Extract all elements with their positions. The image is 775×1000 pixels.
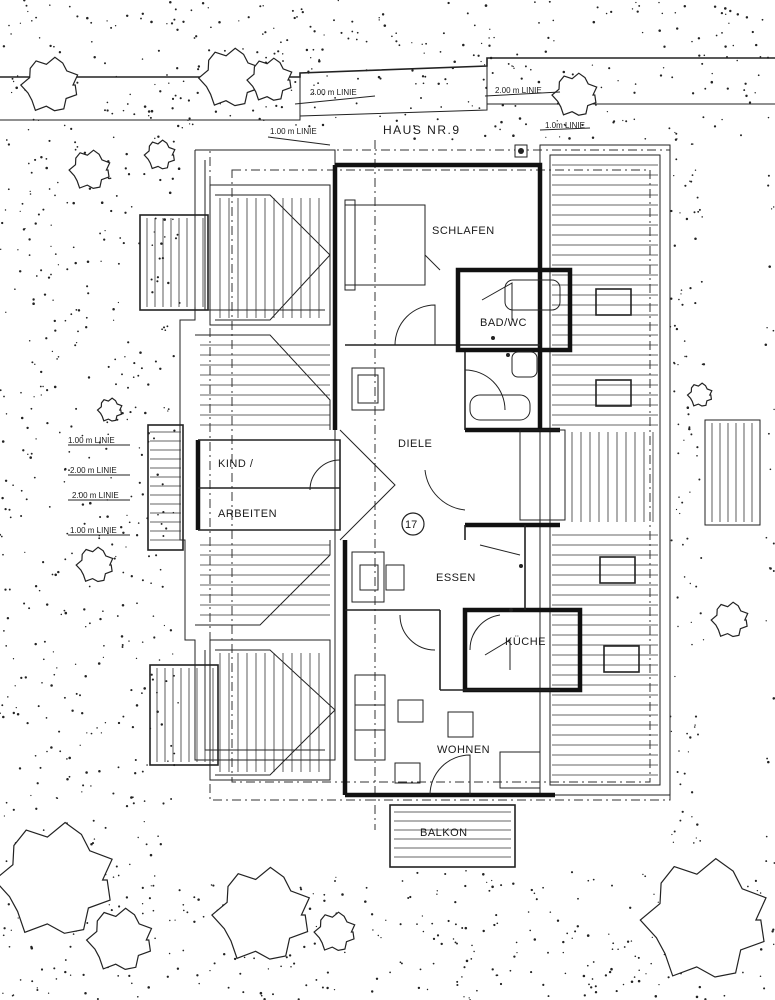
room-label-wohnen: WOHNEN <box>437 744 490 756</box>
balkon-structure <box>389 804 516 868</box>
garden-trees <box>0 47 767 978</box>
distance-label-top-inner-left: 1.00 m LINIE <box>270 127 317 136</box>
distance-label-top-left: 2.00 m LINIE <box>310 88 357 97</box>
room-label-schlafen: SCHLAFEN <box>432 225 495 237</box>
distance-label-side-4: 1.00 m LINIE <box>70 526 117 535</box>
room-label-kind: KIND / <box>218 458 254 470</box>
room-label-arbeiten: ARBEITEN <box>218 508 277 520</box>
left-dormer-blocks <box>139 214 219 766</box>
distance-label-top-right: 2.00 m LINIE <box>495 86 542 95</box>
distance-label-side-1: 1.00 m LINIE <box>68 436 115 445</box>
plan-labels: HAUS NR.9 SCHLAFEN BAD/WC DIELE KIND / A… <box>68 86 585 839</box>
distance-line-marks <box>68 91 591 536</box>
room-label-diele: DIELE <box>398 438 432 450</box>
house-number-badge: 17 <box>405 519 417 531</box>
distance-label-side-2: 2.00 m LINIE <box>70 466 117 475</box>
building-walls <box>195 162 583 798</box>
room-label-balkon: BALKON <box>420 827 468 839</box>
house-label: HAUS NR.9 <box>383 123 461 137</box>
structural-markers <box>491 144 528 612</box>
room-label-bad-wc: BAD/WC <box>480 317 527 329</box>
distance-label-side-3: 2.00 m LINIE <box>72 491 119 500</box>
room-label-essen: ESSEN <box>436 572 476 584</box>
right-roof-structure <box>539 144 761 796</box>
distance-label-top-inner-right: 1.0m LINIE <box>545 121 585 130</box>
furniture <box>344 199 566 789</box>
door-swings <box>309 304 521 796</box>
room-label-kueche: KÜCHE <box>505 636 546 648</box>
